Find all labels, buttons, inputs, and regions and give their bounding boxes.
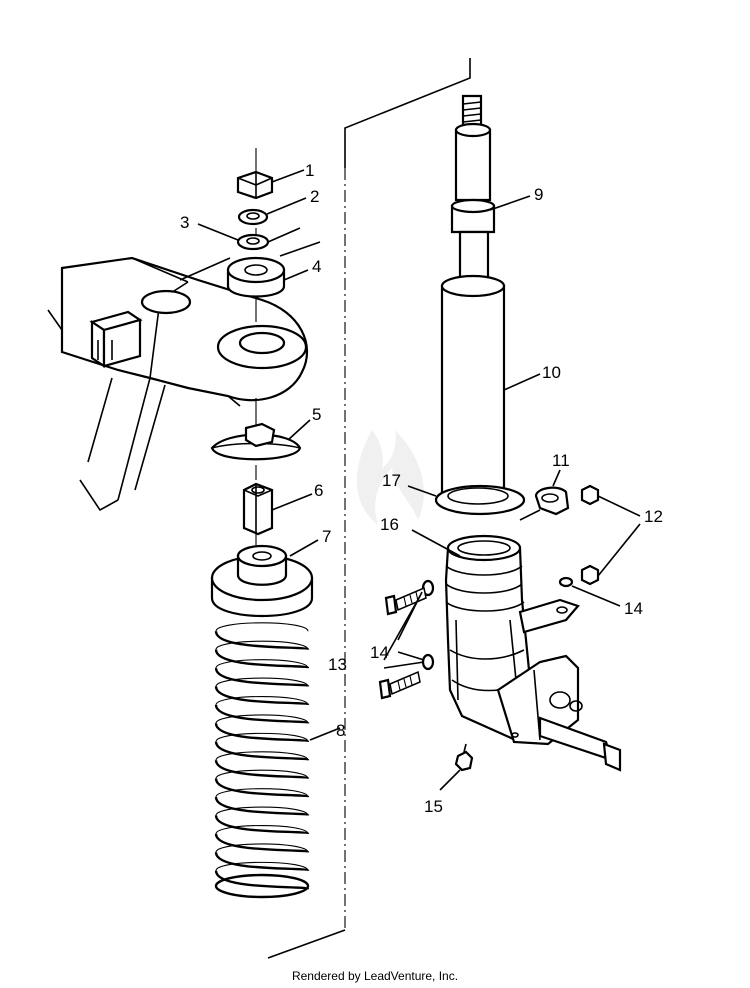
spring-coil-front bbox=[214, 686, 310, 707]
coupling-nut-part-6 bbox=[242, 482, 274, 536]
watermark-logo bbox=[356, 430, 424, 525]
nut-part-12-upper bbox=[580, 484, 600, 506]
nut-part-12-lower bbox=[580, 564, 600, 586]
spring-coil-back bbox=[215, 659, 309, 669]
callout-5: 5 bbox=[312, 405, 321, 424]
callout-17: 17 bbox=[382, 471, 401, 490]
spring-coil-front bbox=[214, 722, 310, 743]
spring-coil-back bbox=[215, 825, 309, 835]
spring-coil-front bbox=[214, 778, 310, 799]
callout-6: 6 bbox=[314, 481, 323, 500]
clamp-part-11 bbox=[534, 486, 570, 516]
callout-1: 1 bbox=[305, 161, 314, 180]
footer-credit: Rendered by LeadVenture, Inc. bbox=[292, 969, 458, 983]
spring-coil-back bbox=[215, 622, 309, 632]
spring-coil-front bbox=[214, 851, 310, 872]
washer-part-3 bbox=[236, 233, 270, 251]
spring-coil-back bbox=[215, 861, 309, 872]
washer-part-2 bbox=[237, 208, 269, 226]
nut-part-1 bbox=[236, 170, 274, 200]
spring-coil-front bbox=[214, 870, 310, 891]
callout-2: 2 bbox=[310, 187, 319, 206]
spring-coil-back bbox=[215, 640, 309, 651]
spring-coil-back bbox=[215, 806, 309, 817]
strut-housing-part-16 bbox=[444, 534, 622, 772]
spring-coil-front bbox=[214, 630, 310, 651]
spring-coil-back bbox=[215, 769, 309, 780]
spring-coil-back bbox=[215, 843, 309, 853]
callout-12: 12 bbox=[644, 507, 663, 526]
shock-absorber-part-10 bbox=[440, 94, 506, 506]
spring-coil-back bbox=[215, 696, 309, 706]
callout-14-right: 14 bbox=[624, 599, 643, 618]
bushing-part-4 bbox=[226, 256, 286, 298]
callout-11: 11 bbox=[552, 451, 570, 470]
callout-7: 7 bbox=[322, 527, 331, 546]
spring-coil-front bbox=[214, 815, 310, 836]
callout-16: 16 bbox=[380, 515, 399, 534]
leader-lines bbox=[179, 169, 641, 791]
callout-9: 9 bbox=[534, 185, 543, 204]
callout-8: 8 bbox=[336, 721, 345, 740]
control-arm bbox=[47, 256, 309, 512]
callout-10: 10 bbox=[542, 363, 561, 382]
bolt-part-13-upper bbox=[384, 586, 427, 616]
callout-13: 13 bbox=[328, 655, 347, 674]
washer-part-17 bbox=[434, 484, 526, 516]
callout-3: 3 bbox=[180, 213, 189, 232]
callout-14-left: 14 bbox=[370, 643, 389, 662]
callout-15: 15 bbox=[424, 797, 443, 816]
spring-coil-back bbox=[215, 788, 309, 798]
spring-coil-front bbox=[214, 759, 310, 780]
spring-coil-back bbox=[215, 732, 309, 743]
spring-coil-front bbox=[214, 796, 310, 817]
washer-part-14-lower-left bbox=[421, 653, 435, 671]
spring-coil-front bbox=[214, 667, 310, 688]
coil-spring-part-8 bbox=[214, 622, 310, 899]
spring-coil-front bbox=[214, 649, 310, 670]
spring-end-coil bbox=[214, 873, 310, 899]
spring-seat-part-7 bbox=[210, 544, 314, 617]
spring-coil-front bbox=[214, 704, 310, 725]
spring-coil-front bbox=[214, 833, 310, 854]
spring-coil-front bbox=[214, 741, 310, 762]
spring-coil-back bbox=[215, 677, 309, 688]
grease-fitting-part-15 bbox=[454, 743, 474, 772]
callout-4: 4 bbox=[312, 257, 321, 276]
bolt-part-13-lower bbox=[378, 670, 421, 700]
callout-labels: 1 2 3 4 5 6 7 8 9 10 11 12 13 14 14 15 1… bbox=[180, 161, 663, 816]
spring-coil-back bbox=[215, 751, 309, 761]
retainer-part-5 bbox=[210, 422, 302, 461]
assembly-frame bbox=[267, 58, 471, 959]
spring-coil-back bbox=[215, 714, 309, 724]
washer-part-14-right bbox=[558, 576, 574, 588]
